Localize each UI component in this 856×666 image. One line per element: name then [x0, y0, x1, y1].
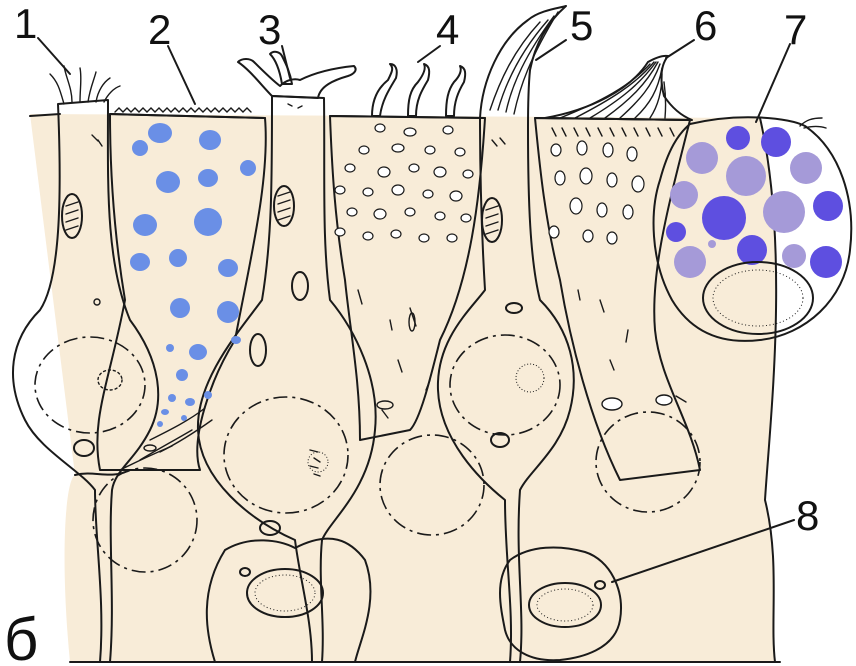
- label-2: 2: [148, 6, 171, 53]
- cell-4-microvilli: [372, 64, 465, 116]
- label-3: 3: [258, 6, 281, 53]
- cell-6-apical-cone: [545, 56, 692, 120]
- label-5: 5: [570, 2, 593, 49]
- epithelium-background: [30, 114, 776, 662]
- label-1: 1: [14, 0, 37, 47]
- label-4: 4: [436, 6, 459, 53]
- label-6: 6: [694, 2, 717, 49]
- panel-letter: б: [4, 606, 38, 666]
- label-8: 8: [796, 492, 819, 539]
- label-7: 7: [784, 6, 807, 53]
